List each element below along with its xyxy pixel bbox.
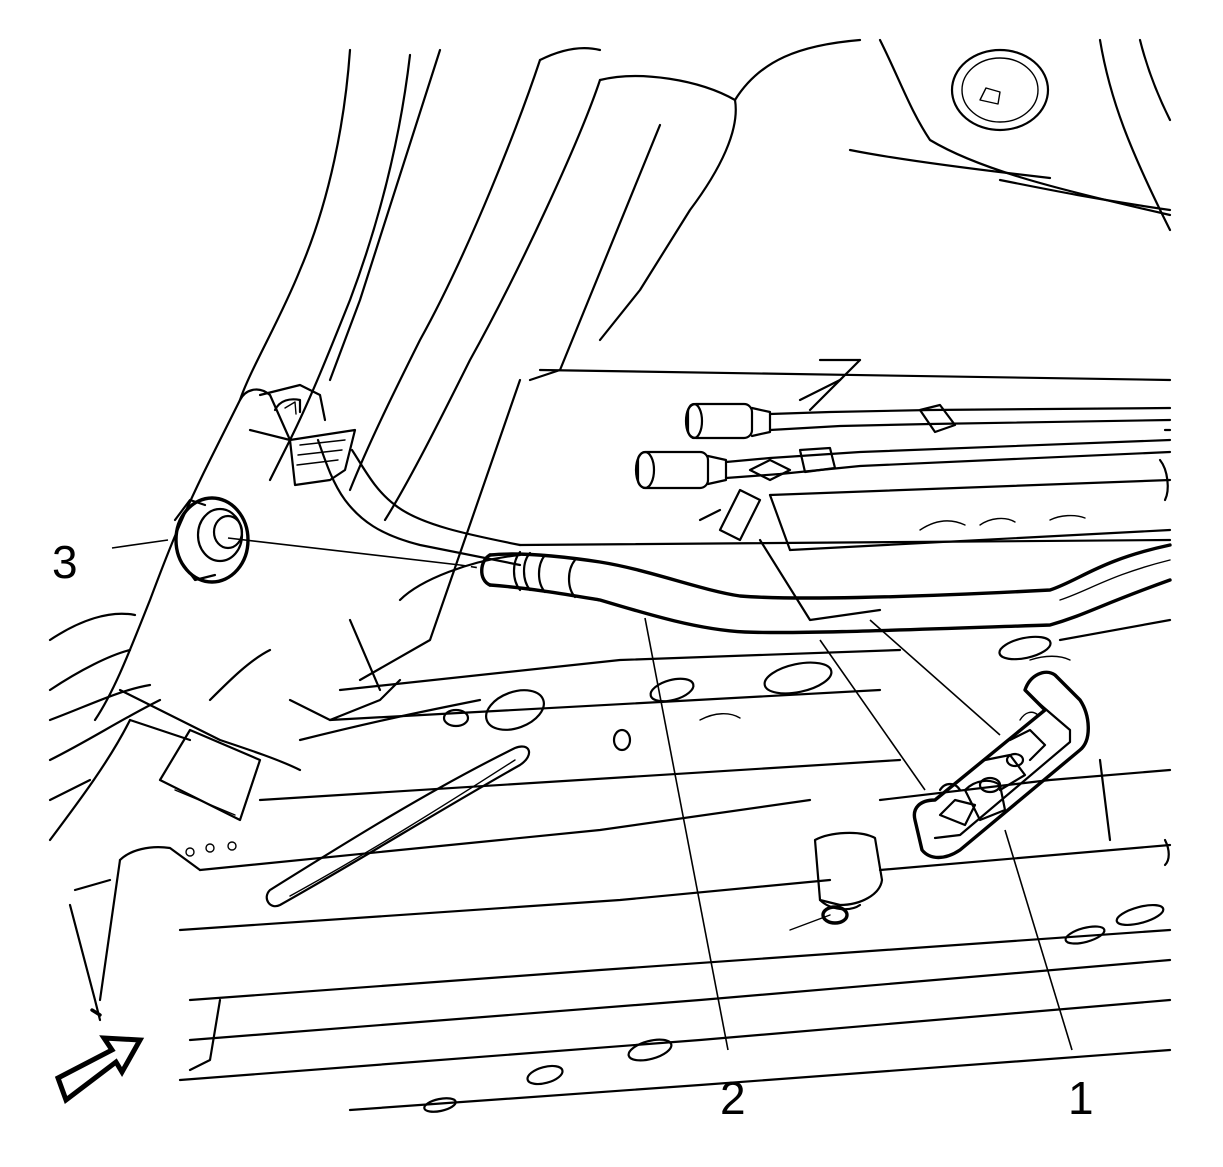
callout-3: 3 bbox=[52, 536, 78, 588]
pipe-2 bbox=[316, 438, 1172, 635]
callout-2: 2 bbox=[720, 1072, 746, 1124]
callout-1: 1 bbox=[1068, 1072, 1094, 1124]
leader-lines bbox=[111, 537, 1073, 1051]
retainer-clip-1 bbox=[912, 670, 1090, 860]
view-direction-arrow-icon bbox=[54, 1035, 145, 1105]
pipe-bundle-upper bbox=[634, 402, 1172, 542]
connector-3 bbox=[173, 383, 357, 584]
vehicle-underbody bbox=[48, 38, 1172, 1113]
